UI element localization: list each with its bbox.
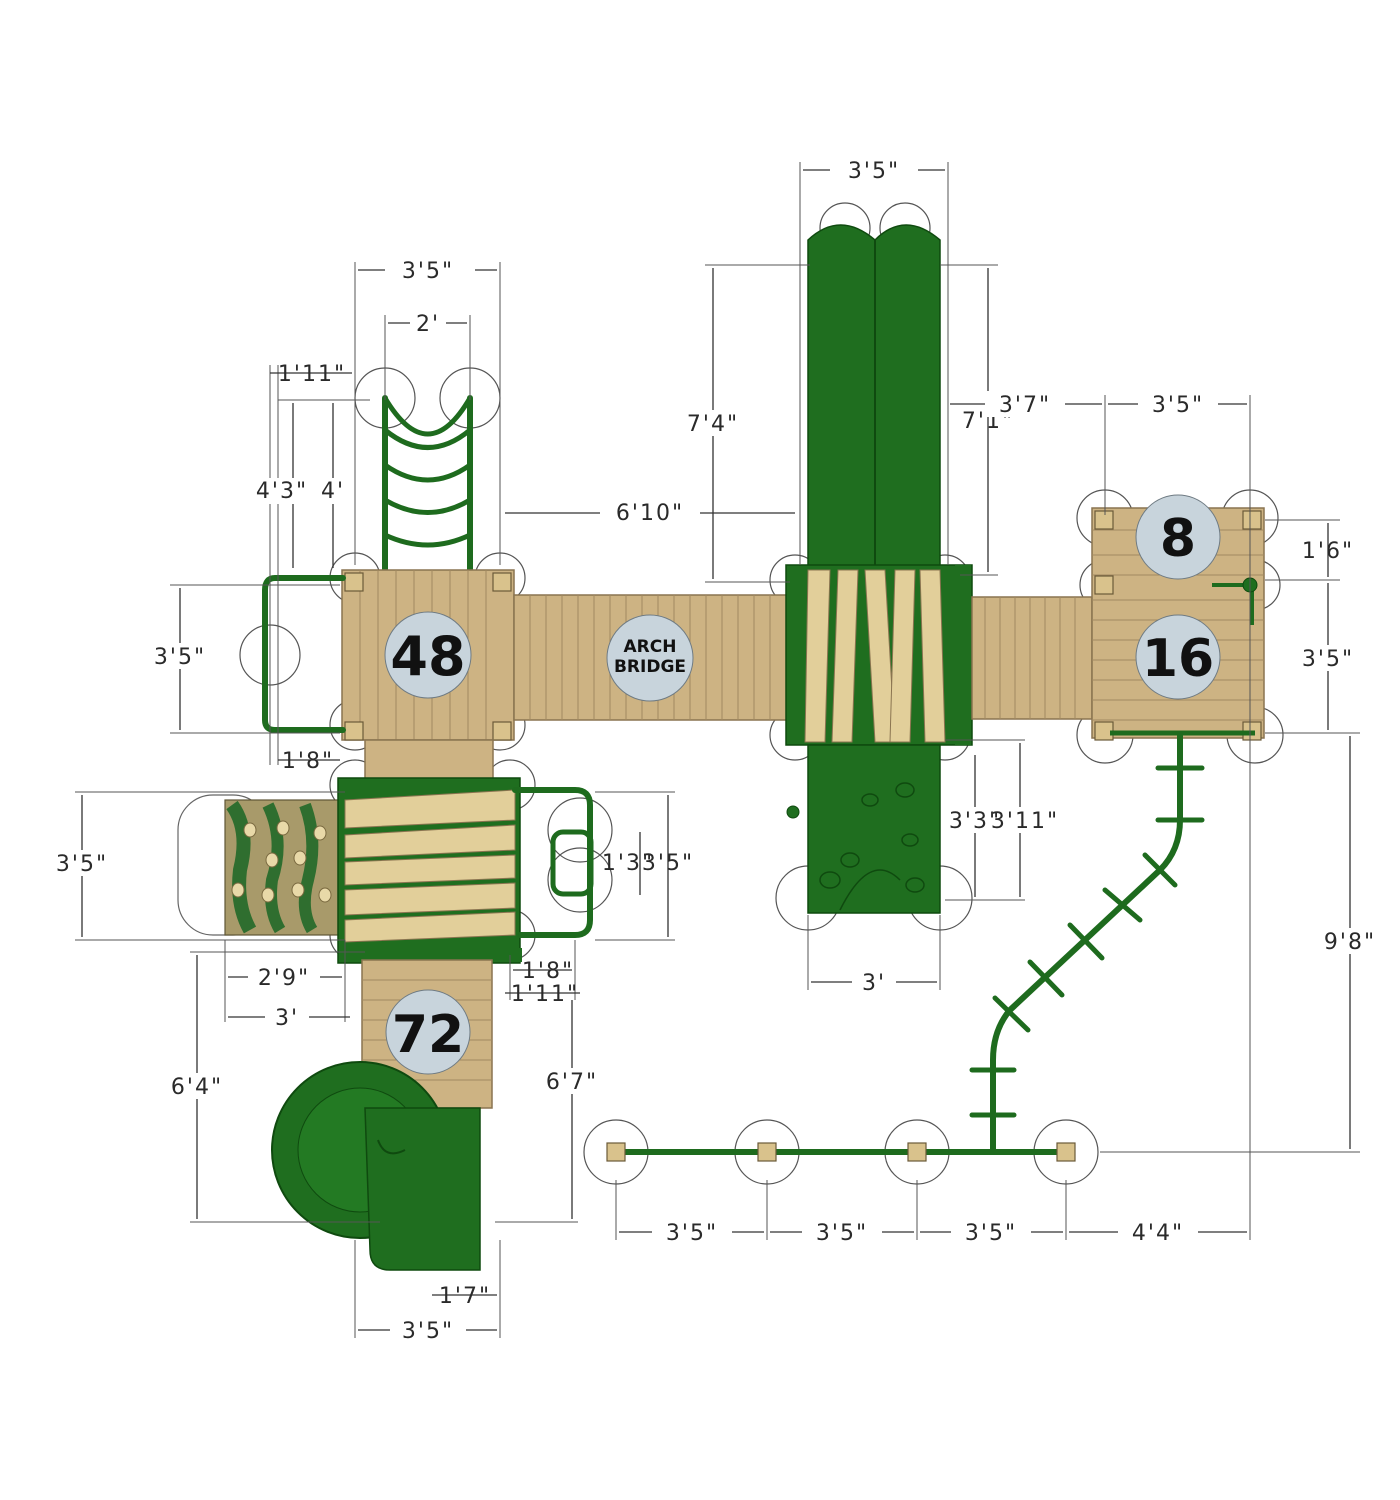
badge-8-text: 8 bbox=[1160, 509, 1196, 569]
dim-tower-top-width: 3'5" bbox=[848, 159, 900, 184]
climber-deck bbox=[337, 777, 594, 964]
dimension-lines bbox=[75, 162, 1360, 1338]
dim-small-offset-b: 1'11" bbox=[511, 982, 579, 1007]
dim-deck8-offset: 1'6" bbox=[1302, 539, 1354, 564]
dim-lower-tower-a: 3'3" bbox=[949, 809, 1001, 834]
dim-swing-span-4: 4'4" bbox=[1132, 1221, 1184, 1246]
dim-right-deck-width: 3'5" bbox=[1152, 393, 1204, 418]
bridge-label-line2: BRIDGE bbox=[614, 657, 686, 677]
dim-side-panel-a: 1'3" bbox=[602, 851, 654, 876]
dim-slide-width: 3'5" bbox=[402, 1319, 454, 1344]
badge-72: 72 bbox=[385, 989, 471, 1075]
dim-deck48-bottom-offset: 1'8" bbox=[282, 749, 334, 774]
dim-ladder-inner: 2' bbox=[416, 312, 440, 337]
dim-ladder-height-b: 4' bbox=[321, 479, 345, 504]
dim-wall-width-b: 3' bbox=[275, 1006, 299, 1031]
short-bridge bbox=[971, 596, 1093, 720]
dim-slide-drop: 6'4" bbox=[171, 1075, 223, 1100]
dim-deck16-height: 3'5" bbox=[1302, 647, 1354, 672]
dim-wall-width-a: 2'9" bbox=[258, 966, 310, 991]
dim-bridge-gap: 6'10" bbox=[616, 501, 684, 526]
double-wave-slide bbox=[807, 224, 941, 581]
dimension-labels: 3'5" 2' 1'11" 4'3" 4' 3'5" 1'8" 6'10" 3'… bbox=[45, 157, 1387, 1344]
badge-16-text: 16 bbox=[1142, 629, 1214, 689]
dim-slide-run: 6'7" bbox=[546, 1070, 598, 1095]
dim-ladder-offset: 1'11" bbox=[278, 362, 346, 387]
dim-gap-to-right-deck: 3'7" bbox=[999, 393, 1051, 418]
dim-tower-left-height: 7'4" bbox=[687, 412, 739, 437]
bridge-label-line1: ARCH bbox=[624, 637, 677, 657]
arch-ladder bbox=[382, 395, 473, 573]
dim-swing-span-3: 3'5" bbox=[965, 1221, 1017, 1246]
dim-slide-exit: 1'7" bbox=[439, 1284, 491, 1309]
dim-swing-span-2: 3'5" bbox=[816, 1221, 868, 1246]
badge-8: 8 bbox=[1135, 494, 1221, 580]
badge-arch-bridge: ARCH BRIDGE bbox=[606, 614, 694, 702]
swing-beam bbox=[606, 1142, 1076, 1162]
dim-climber-height: 3'5" bbox=[56, 852, 108, 877]
badge-48: 48 bbox=[384, 611, 472, 699]
dim-side-panel-b: 3'5" bbox=[642, 851, 694, 876]
spiral-slide bbox=[271, 1061, 481, 1271]
dim-monkey-bar-drop: 9'8" bbox=[1324, 930, 1376, 955]
monkey-bars bbox=[969, 732, 1205, 1153]
dim-lower-tower-width: 3' bbox=[862, 971, 886, 996]
badge-16: 16 bbox=[1135, 614, 1221, 700]
center-tower bbox=[785, 564, 973, 746]
connector-deck bbox=[364, 739, 494, 781]
rock-climbing-wall bbox=[177, 794, 346, 936]
dim-lower-tower-b: 3'11" bbox=[991, 809, 1059, 834]
dim-top-ladder-width: 3'5" bbox=[402, 259, 454, 284]
dim-ladder-height-a: 4'3" bbox=[256, 479, 308, 504]
badge-48-text: 48 bbox=[390, 625, 465, 688]
dim-deck48-height: 3'5" bbox=[154, 645, 206, 670]
badge-72-text: 72 bbox=[392, 1005, 464, 1065]
dim-small-offset-a: 1'8" bbox=[522, 959, 574, 984]
lower-rock-wall bbox=[786, 744, 941, 914]
dim-swing-span-1: 3'5" bbox=[666, 1221, 718, 1246]
